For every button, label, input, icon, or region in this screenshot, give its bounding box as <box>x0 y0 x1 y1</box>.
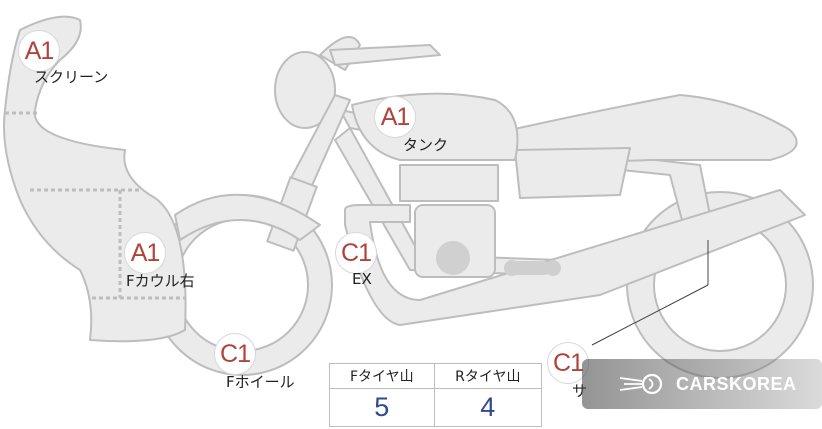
watermark-text: CARSKOREA <box>676 373 797 394</box>
watermark: CARSKOREA <box>582 359 822 409</box>
carskorea-logo-icon <box>619 373 663 395</box>
grade-badge-screen: A1 <box>18 30 60 72</box>
grade-badge-front-wheel: C1 <box>214 333 256 375</box>
part-label-right-cowl: Fカウル右 <box>126 272 195 290</box>
front-tire-header: Fタイヤ山 <box>329 363 435 389</box>
exhaust-shape <box>344 189 806 326</box>
tire-tread-table: Fタイヤ山 Rタイヤ山 5 4 <box>329 363 543 427</box>
grade-badge-tank: A1 <box>374 96 416 138</box>
front-tire-value: 5 <box>329 388 435 427</box>
engine-shape <box>399 164 499 202</box>
rear-tire-value: 4 <box>433 388 543 427</box>
part-label-screen: スクリーン <box>34 68 109 86</box>
seat-shape <box>509 94 798 166</box>
part-label-front-wheel: Fホイール <box>226 373 295 391</box>
part-label-exhaust: EX <box>352 270 372 288</box>
part-label-tank: タンク <box>403 136 449 154</box>
rear-tire-header: Rタイヤ山 <box>433 363 543 389</box>
headlight-shape <box>274 51 336 129</box>
grade-badge-right-cowl: A1 <box>124 232 166 274</box>
grade-badge-exhaust: C1 <box>335 232 377 274</box>
